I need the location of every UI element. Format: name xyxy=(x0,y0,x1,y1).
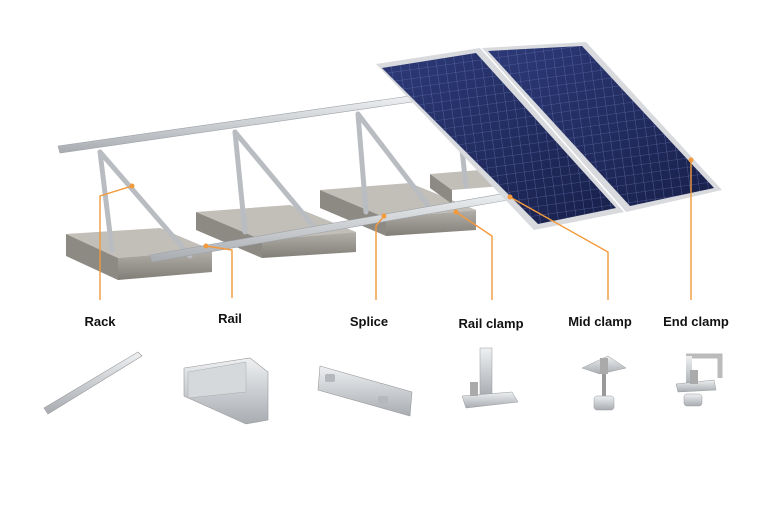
rack-frames xyxy=(97,111,469,259)
splice-part-image xyxy=(317,365,413,417)
label-mid-clamp: Mid clamp xyxy=(568,314,632,329)
mid-clamp-part-image xyxy=(581,355,627,411)
leader-dots xyxy=(129,157,694,249)
leader-lines xyxy=(99,160,692,300)
back-rail xyxy=(57,95,413,154)
label-end-clamp: End clamp xyxy=(663,314,729,329)
end-clamp-part-image xyxy=(675,353,723,407)
label-rail: Rail xyxy=(218,311,242,326)
label-splice: Splice xyxy=(349,314,389,329)
solar-panels xyxy=(376,42,722,230)
label-rail-clamp: Rail clamp xyxy=(458,316,524,331)
rack-part-image xyxy=(43,351,143,415)
rail-part-image xyxy=(183,357,269,425)
rail-clamp-part-image xyxy=(461,347,519,409)
label-rack: Rack xyxy=(84,314,116,329)
